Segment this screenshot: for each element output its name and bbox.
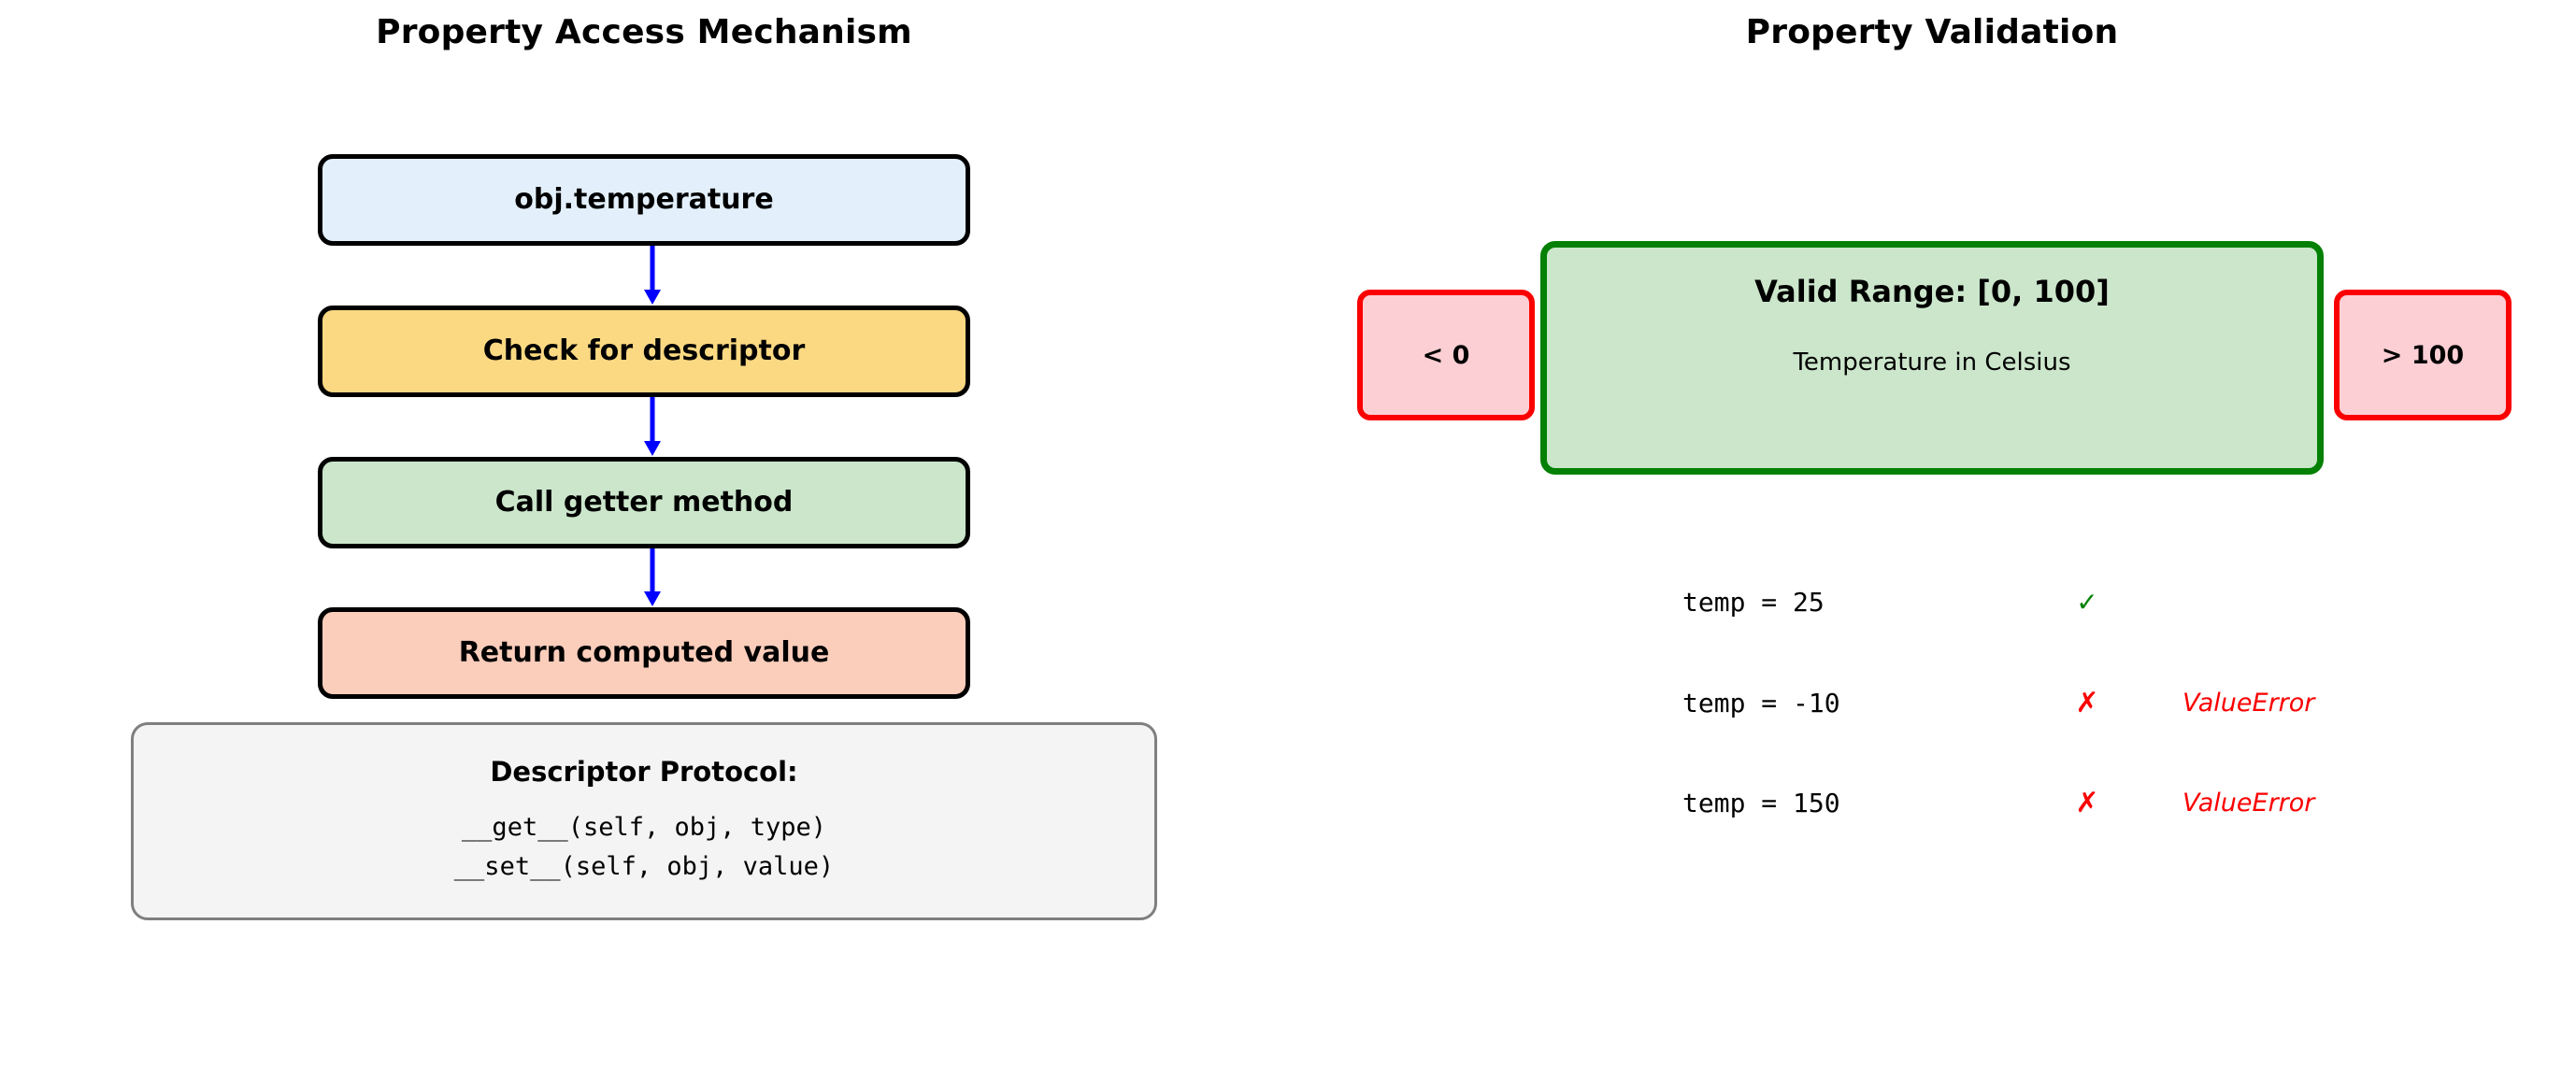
valid-range-box: Valid Range: [0, 100] Temperature in Cel… — [1540, 241, 2324, 475]
flow-step-obj-temperature: obj.temperature — [318, 154, 970, 246]
valid-range-title: Valid Range: [0, 100] — [1754, 274, 2110, 309]
validation-example-row: temp = -10 ✗ ValueError — [1682, 685, 2449, 722]
validation-example-row: temp = 150 ✗ ValueError — [1682, 785, 2449, 822]
validation-error-label: ValueError — [2182, 689, 2315, 718]
flow-arrow-2 — [641, 397, 664, 457]
valid-range-subtitle: Temperature in Celsius — [1793, 348, 2071, 377]
below-range-box: < 0 — [1357, 290, 1535, 420]
left-panel-title: Property Access Mechanism — [376, 13, 912, 51]
flow-step-label: Call getter method — [494, 485, 794, 519]
flow-arrow-1 — [641, 246, 664, 306]
validation-error-label: ValueError — [2182, 789, 2315, 818]
flow-step-label: obj.temperature — [514, 182, 774, 216]
below-range-label: < 0 — [1422, 340, 1470, 370]
descriptor-protocol-set-signature: __set__(self, obj, value) — [453, 852, 835, 881]
validation-expression: temp = 25 — [1682, 587, 1825, 618]
validation-expression: temp = 150 — [1682, 788, 1840, 818]
descriptor-protocol-get-signature: __get__(self, obj, type) — [461, 813, 827, 843]
validation-expression: temp = -10 — [1682, 688, 1840, 718]
cross-icon: ✗ — [2075, 787, 2099, 819]
flow-arrow-3 — [641, 548, 664, 607]
check-icon: ✓ — [2076, 587, 2098, 618]
flow-step-return-computed-value: Return computed value — [318, 607, 970, 699]
validation-example-row: temp = 25 ✓ — [1682, 584, 2449, 621]
above-range-box: > 100 — [2334, 290, 2512, 420]
flow-step-label: Check for descriptor — [482, 334, 806, 367]
cross-icon: ✗ — [2075, 687, 2099, 719]
flow-step-check-for-descriptor: Check for descriptor — [318, 306, 970, 397]
descriptor-protocol-panel: Descriptor Protocol: __get__(self, obj, … — [131, 722, 1157, 920]
descriptor-protocol-title: Descriptor Protocol: — [490, 756, 798, 789]
flow-step-label: Return computed value — [458, 635, 830, 669]
right-panel-title: Property Validation — [1745, 13, 2119, 51]
above-range-label: > 100 — [2381, 340, 2465, 370]
flow-step-call-getter-method: Call getter method — [318, 457, 970, 548]
